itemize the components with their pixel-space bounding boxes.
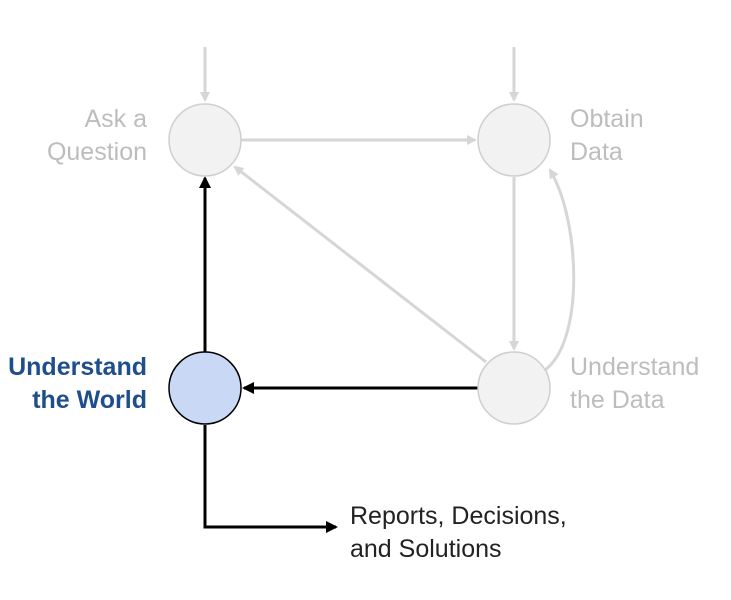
label-output-line2: and Solutions — [350, 535, 502, 563]
label-ask-question-line1: Ask a — [84, 105, 147, 133]
label-understand-world-line2: the World — [32, 386, 147, 414]
node-ask-question — [168, 103, 242, 177]
node-understand-data — [477, 351, 551, 425]
edge-world-to-output — [203, 425, 338, 533]
edge-understand-data-to-obtain-curve — [544, 168, 576, 372]
label-understand-world-line1: Understand — [8, 353, 147, 381]
label-obtain-data-line2: Data — [570, 138, 623, 166]
label-understand-data-line2: the Data — [570, 386, 665, 414]
node-understand-world — [168, 351, 242, 425]
edge-understand-data-to-ask — [233, 165, 487, 364]
label-obtain-data-line1: Obtain — [570, 105, 644, 133]
node-obtain-data — [477, 103, 551, 177]
label-ask-question-line2: Question — [47, 138, 147, 166]
label-understand-data-line1: Understand — [570, 353, 699, 381]
label-output-line1: Reports, Decisions, — [350, 502, 567, 530]
